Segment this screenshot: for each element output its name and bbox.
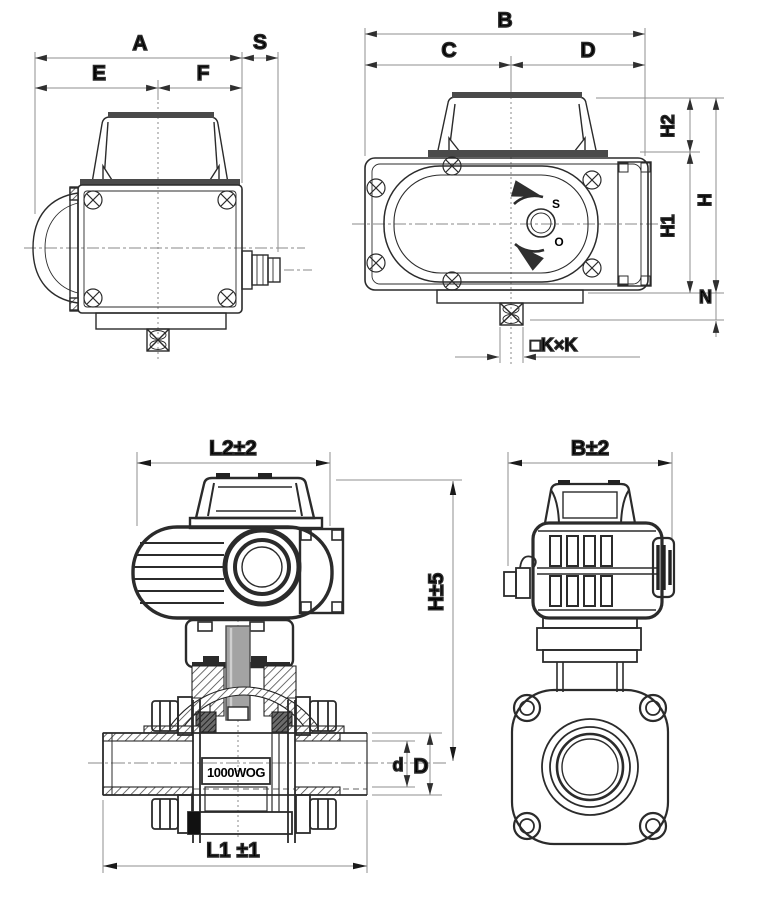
dim-label-a: A bbox=[132, 32, 147, 55]
indicator-open-label: O bbox=[554, 235, 563, 249]
dim-label-c: C bbox=[441, 39, 456, 62]
actuator-front-view: S O B C D H2 H1 bbox=[352, 8, 724, 366]
dim-label-s: S bbox=[253, 31, 267, 54]
cable-gland-icon bbox=[503, 555, 537, 599]
dim-label-d: D bbox=[580, 39, 595, 62]
dim-label-dd-outer: D bbox=[413, 755, 428, 778]
output-shaft-icon bbox=[499, 302, 524, 326]
cable-gland-icon bbox=[241, 250, 281, 290]
dim-label-e: E bbox=[92, 62, 106, 85]
flange-bolt-icon bbox=[512, 693, 668, 841]
dim-lines-side bbox=[34, 52, 279, 252]
position-indicator-icon: S O bbox=[510, 180, 564, 271]
dim-label-b2: B±2 bbox=[571, 437, 609, 460]
valve-side-view: B±2 bbox=[503, 436, 676, 846]
dim-label-h1: H1 bbox=[658, 214, 678, 237]
screw-icon bbox=[83, 190, 237, 308]
dim-label-n: N bbox=[699, 287, 712, 307]
dim-label-h2: H2 bbox=[658, 114, 678, 137]
dim-label-kxk: □K×K bbox=[530, 335, 577, 355]
indicator-set-label: S bbox=[552, 197, 560, 211]
dim-label-l2: L2±2 bbox=[209, 437, 257, 460]
valve-body-marking: 1000WOG bbox=[207, 765, 265, 780]
dim-label-h: H bbox=[695, 194, 715, 207]
output-shaft-icon bbox=[146, 328, 170, 352]
dim-label-dd-inner: d bbox=[393, 755, 404, 775]
valve-front-view: 1000WOG L2±2 H±5 d D L1 ±1 bbox=[88, 436, 462, 873]
dim-label-l1: L1 ±1 bbox=[206, 839, 260, 862]
actuator-side-view: A S E F bbox=[24, 30, 312, 360]
dim-label-f: F bbox=[197, 62, 210, 85]
dim-label-b: B bbox=[497, 9, 512, 32]
dim-label-h5: H±5 bbox=[425, 572, 448, 611]
